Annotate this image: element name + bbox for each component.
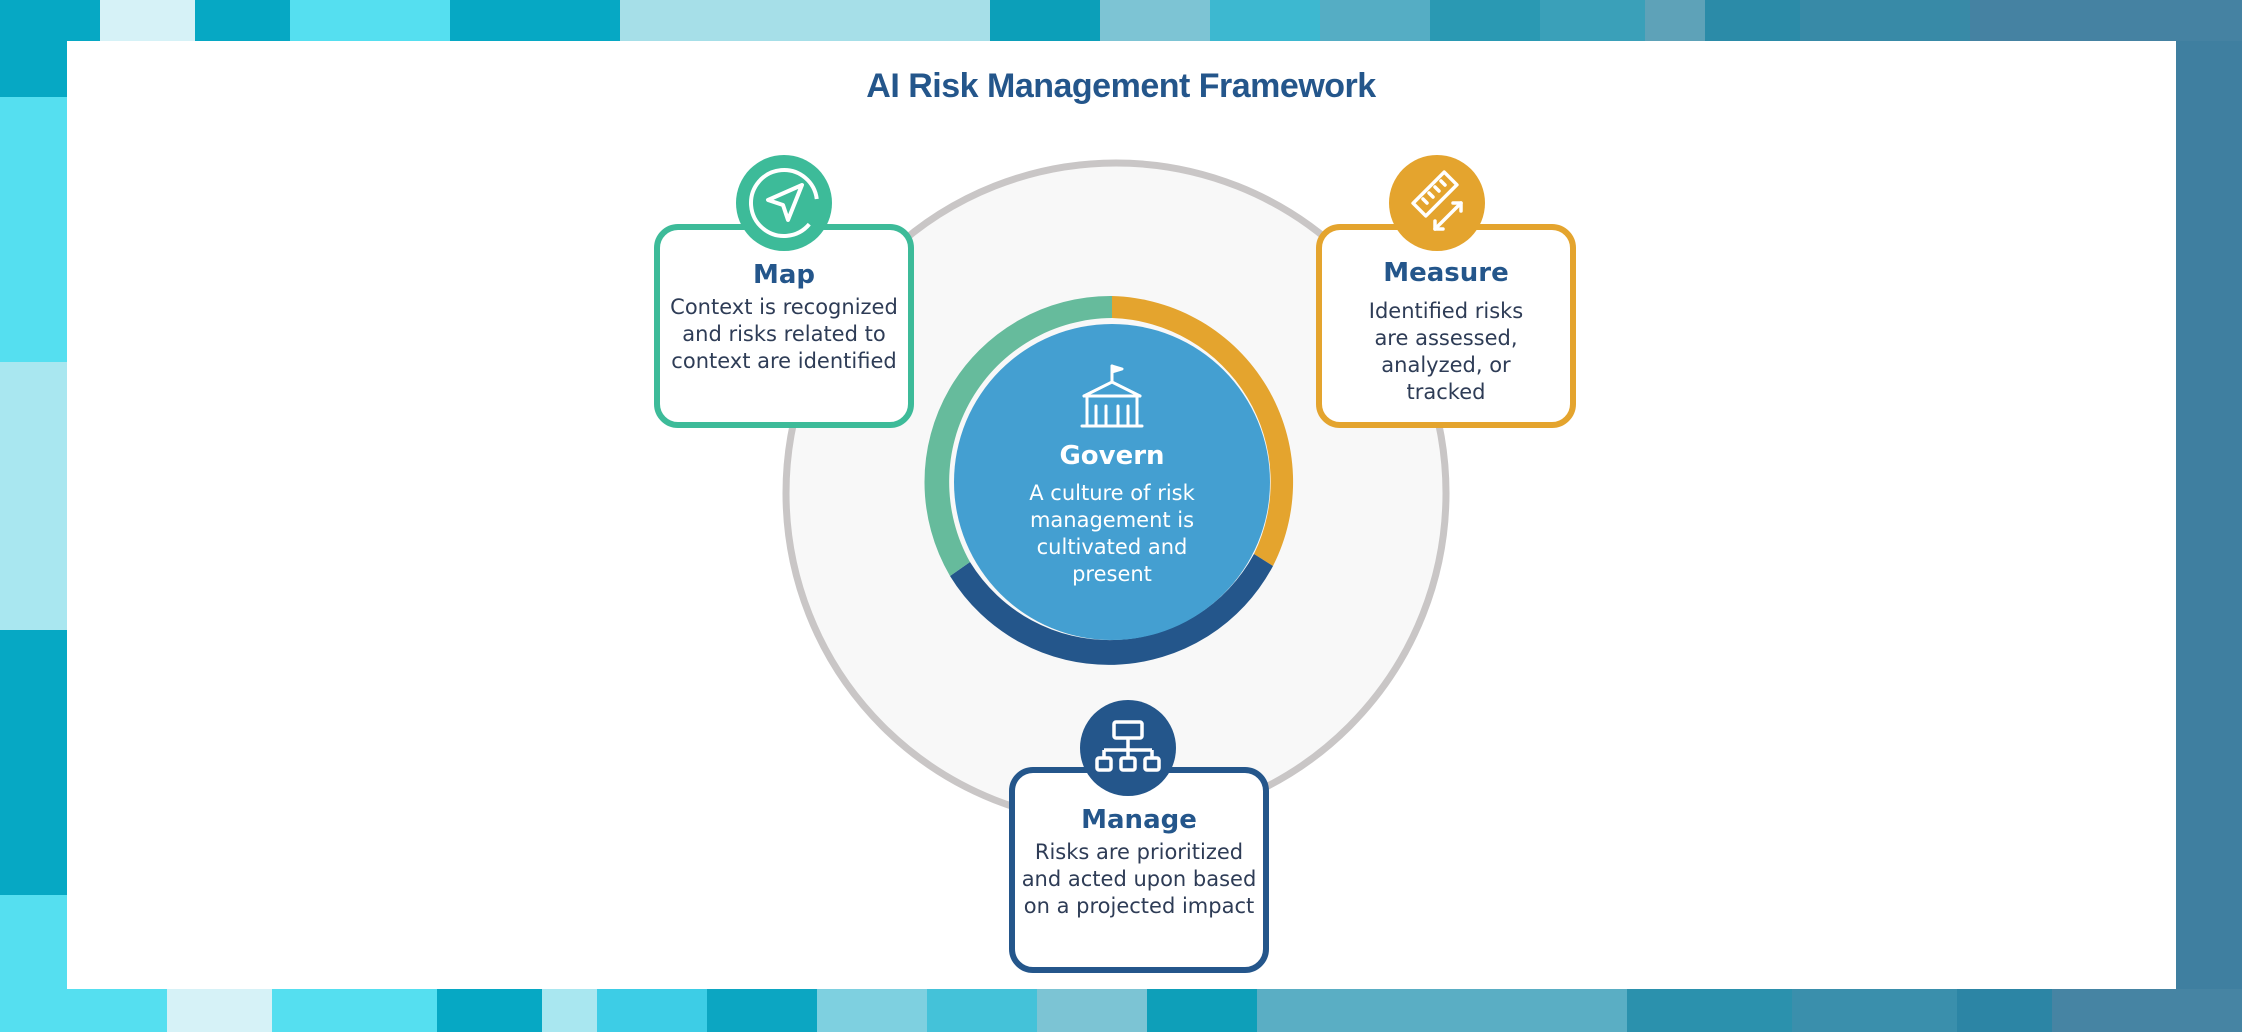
manage-card: Manage Risks are prioritized and acted u… (1009, 767, 1269, 973)
page-title: AI Risk Management Framework (866, 67, 1376, 105)
map-title: Map (752, 260, 816, 290)
building-with-flag-icon (1076, 362, 1148, 434)
map-description: Context is recognized and risks related … (670, 295, 898, 373)
hierarchy-icon (1080, 700, 1176, 796)
govern-core (954, 324, 1270, 640)
measure-description: Identified risks are assessed, analyzed,… (1368, 299, 1524, 404)
manage-ring-segment (950, 554, 1273, 665)
map-ring-segment (924, 295, 1112, 576)
measure-title: Measure (1383, 258, 1509, 288)
measure-card: Measure Identified risks are assessed, a… (1316, 224, 1576, 428)
govern-block: Govern A culture of risk management is c… (1012, 440, 1212, 588)
manage-description: Risks are prioritized and acted upon bas… (1021, 840, 1257, 918)
manage-title: Manage (1081, 805, 1197, 835)
ruler-icon (1389, 155, 1485, 251)
govern-description: A culture of risk management is cultivat… (1029, 481, 1195, 586)
measure-ring-segment (1112, 296, 1294, 566)
govern-title: Govern (1059, 441, 1165, 471)
map-card: Map Context is recognized and risks rela… (654, 224, 914, 428)
navigation-arrow-icon (736, 155, 832, 251)
